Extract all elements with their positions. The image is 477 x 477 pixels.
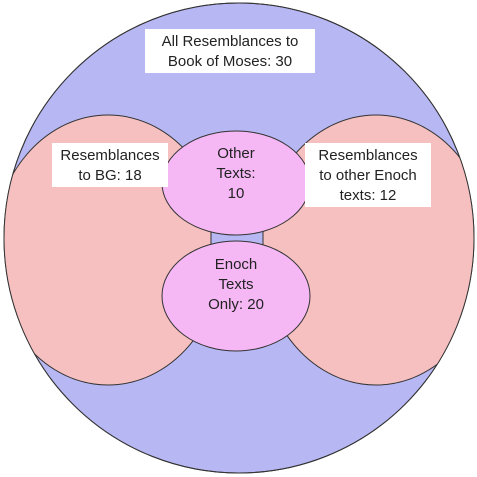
enoch-only-label-line3: Only: 20 xyxy=(208,296,264,313)
all-resemblances-label-line2: Book of Moses: 30 xyxy=(167,53,293,70)
all-resemblances-label: All Resemblances to Book of Moses: 30 xyxy=(145,29,315,73)
enoch-only-label-line2: Texts xyxy=(218,276,254,293)
other-enoch-resemblances-label: Resemblances to other Enoch texts: 12 xyxy=(305,143,431,207)
enoch-only-label-line1: Enoch xyxy=(214,256,258,273)
other-texts-label-line2: Texts: xyxy=(216,165,256,182)
other-enoch-label-line1: Resemblances xyxy=(318,147,418,164)
all-resemblances-label-line1: All Resemblances to xyxy=(161,33,299,50)
other-texts-label-line3: 10 xyxy=(227,185,245,202)
other-enoch-label-line2: to other Enoch xyxy=(319,167,417,184)
enoch-texts-only-label: Enoch Texts Only: 20 xyxy=(188,255,284,315)
enoch-texts-only-region xyxy=(161,240,311,352)
other-enoch-label-line3: texts: 12 xyxy=(339,187,397,204)
all-resemblances-outline xyxy=(3,2,475,474)
bg-resemblances-label-line2: to BG: 18 xyxy=(78,167,142,184)
other-texts-label: Other Texts: 10 xyxy=(188,144,284,204)
bg-resemblances-label: Resemblances to BG: 18 xyxy=(52,143,168,187)
bg-resemblances-label-line1: Resemblances xyxy=(60,147,160,164)
other-texts-label-line1: Other xyxy=(217,145,255,162)
